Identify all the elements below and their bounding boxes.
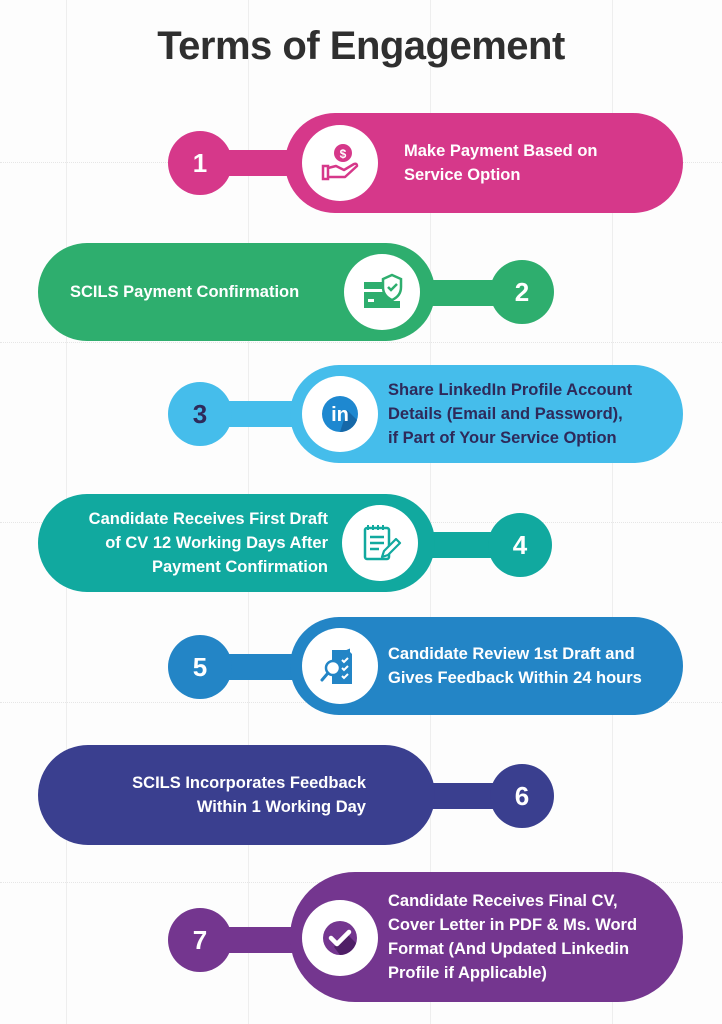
- step-text: Candidate Review 1st Draft and Gives Fee…: [388, 645, 642, 687]
- step-text: Make Payment Based on Service Option: [404, 142, 598, 184]
- notepad-pencil-icon: [342, 505, 418, 581]
- step-text: SCILS Payment Confirmation: [70, 283, 300, 301]
- step-number-badge: 6: [490, 764, 554, 828]
- step-text: SCILS Incorporates Feedback Within 1 Wor…: [132, 774, 366, 816]
- linkedin-icon: in: [302, 376, 378, 452]
- step-number-badge: 4: [488, 513, 552, 577]
- step-text: Candidate Receives First Draft of CV 12 …: [88, 510, 328, 576]
- step-number-badge: 7: [168, 908, 232, 972]
- clipboard-search-checklist-icon: [302, 628, 378, 704]
- step-text: Candidate Receives Final CV, Cover Lette…: [388, 892, 638, 982]
- step-number-badge: 3: [168, 382, 232, 446]
- card-shield-check-icon: [344, 254, 420, 330]
- grid-line: [0, 342, 722, 343]
- step-text: Share LinkedIn Profile Account Details (…: [388, 381, 633, 447]
- step-number-badge: 1: [168, 131, 232, 195]
- step-number-badge: 2: [490, 260, 554, 324]
- check-circle-icon: [302, 900, 378, 976]
- svg-text:in: in: [331, 404, 349, 426]
- grid-line: [430, 0, 431, 1024]
- page-title: Terms of Engagement: [157, 24, 565, 68]
- step-number-badge: 5: [168, 635, 232, 699]
- svg-text:$: $: [340, 147, 347, 161]
- hand-coin-dollar-icon: $: [302, 125, 378, 201]
- step-pill: [38, 745, 435, 845]
- grid-line: [612, 0, 613, 1024]
